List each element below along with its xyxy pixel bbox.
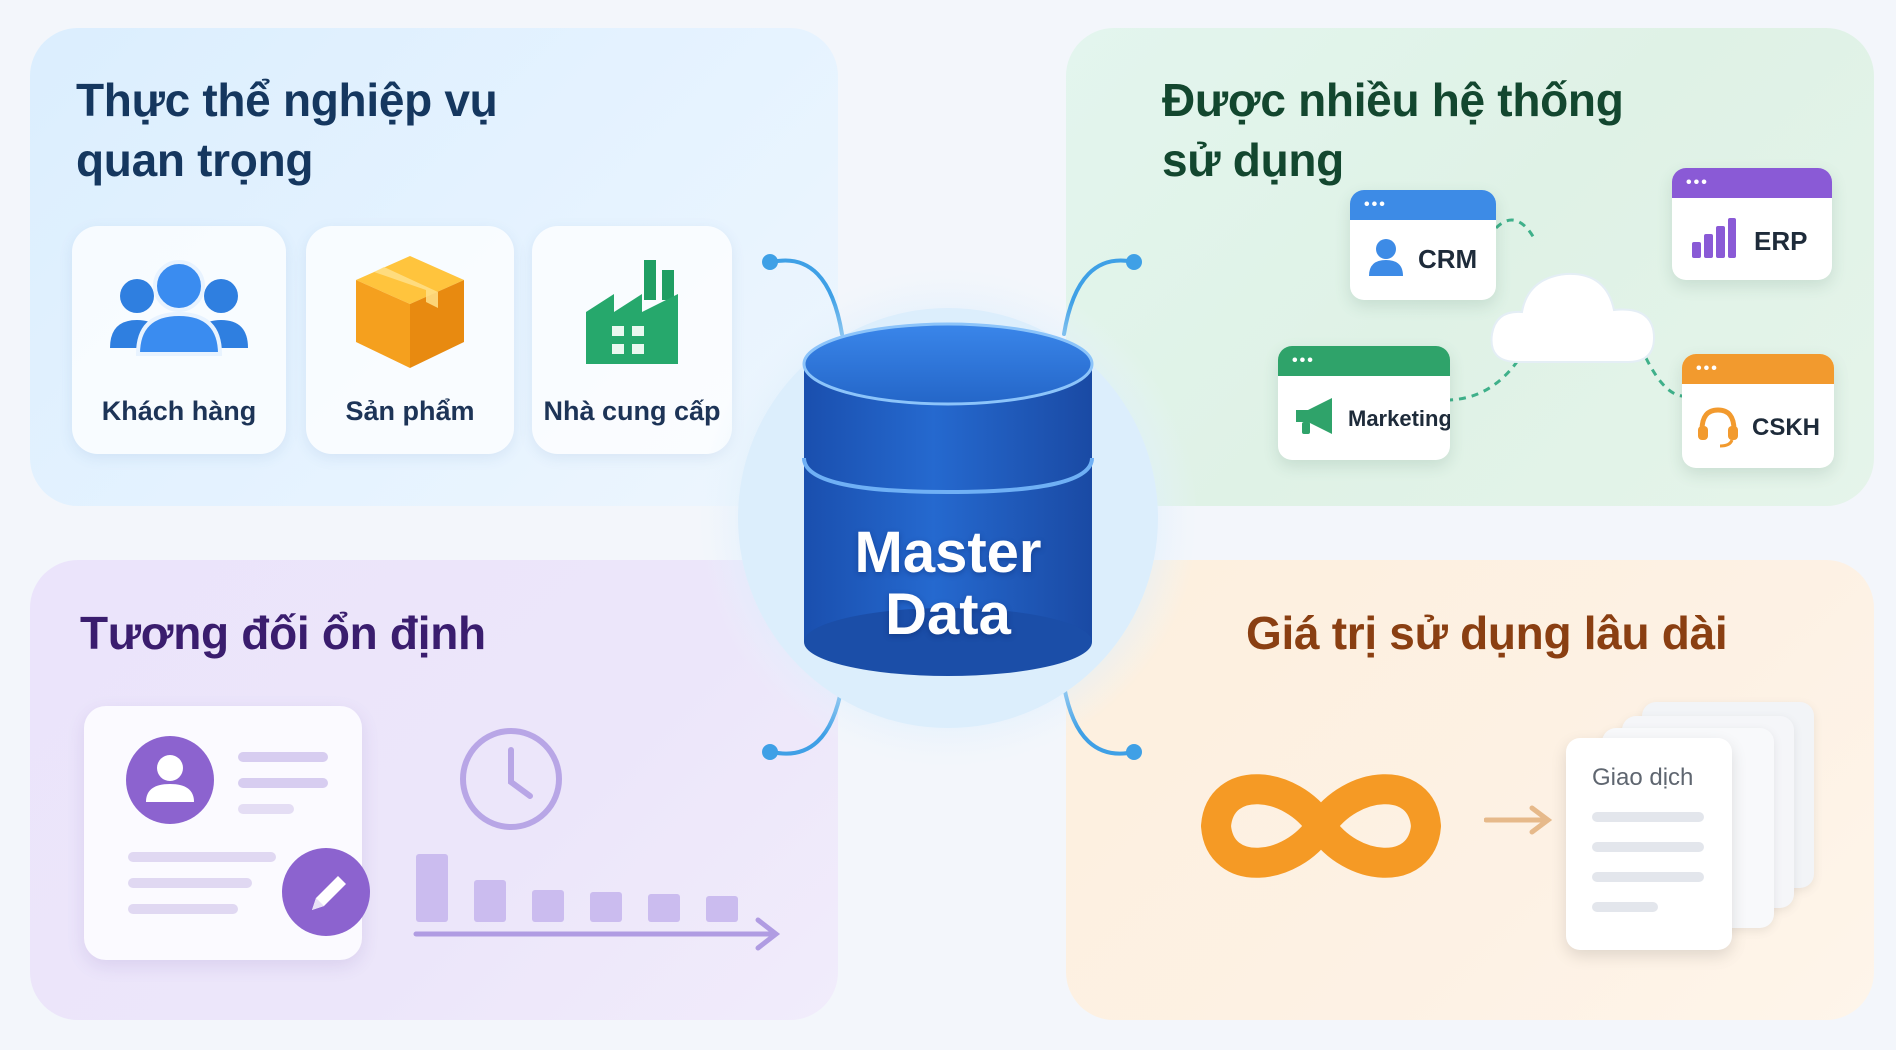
system-erp: ••• ERP	[1672, 168, 1832, 280]
title-stable: Tương đối ổn định	[80, 607, 486, 659]
box-icon	[306, 256, 514, 376]
entity-card-customer: Khách hàng	[72, 226, 286, 454]
factory-icon	[532, 256, 732, 376]
cloud-icon	[1488, 254, 1660, 374]
user-icon	[1366, 236, 1406, 281]
window-bar: •••	[1278, 346, 1450, 376]
master-data-label-line2: Data	[885, 582, 1011, 647]
title-long-term-value: Giá trị sử dụng lâu dài	[1246, 607, 1728, 659]
system-cskh: ••• CSKH	[1682, 354, 1834, 468]
window-bar: •••	[1682, 354, 1834, 384]
headset-icon	[1696, 404, 1740, 453]
title-multi-system-line1: Được nhiều hệ thống	[1162, 74, 1624, 126]
document-stack-icon: Giao dịch	[1566, 702, 1826, 954]
declining-bars-icon	[410, 848, 788, 958]
title-key-entities-line1: Thực thể nghiệp vụ	[76, 74, 498, 126]
title-key-entities-line2: quan trọng	[76, 134, 314, 186]
window-bar: •••	[1350, 190, 1496, 220]
entity-label-supplier: Nhà cung cấp	[543, 396, 721, 426]
document-page: Giao dịch	[1566, 738, 1732, 950]
clock-icon	[458, 726, 564, 832]
title-multi-system: Được nhiều hệ thống sử dụng	[1162, 70, 1722, 190]
entity-card-supplier: Nhà cung cấp	[532, 226, 732, 454]
edit-icon	[282, 848, 370, 936]
infinity-icon	[1186, 756, 1456, 896]
megaphone-icon	[1292, 396, 1338, 441]
system-label-erp: ERP	[1754, 226, 1808, 256]
entity-label-product: Sản phẩm	[345, 396, 475, 426]
arrow-right-icon	[1483, 800, 1554, 840]
entity-card-product: Sản phẩm	[306, 226, 514, 454]
entity-label-customer: Khách hàng	[101, 396, 257, 426]
window-bar: •••	[1672, 168, 1832, 198]
title-key-entities: Thực thể nghiệp vụ quan trọng	[76, 70, 676, 190]
bar-chart-icon	[1692, 216, 1736, 263]
system-crm: ••• CRM	[1350, 190, 1496, 300]
people-icon	[72, 256, 286, 376]
system-label-crm: CRM	[1418, 244, 1478, 274]
document-label: Giao dịch	[1592, 764, 1694, 791]
master-data-database-icon: Master Data	[688, 258, 1208, 778]
master-data-label-line1: Master	[854, 520, 1042, 585]
system-label-marketing: Marketing	[1348, 406, 1450, 431]
system-label-cskh: CSKH	[1752, 414, 1821, 441]
title-multi-system-line2: sử dụng	[1162, 134, 1344, 186]
system-marketing: ••• Marketing	[1278, 346, 1450, 460]
profile-card-icon	[84, 706, 362, 960]
